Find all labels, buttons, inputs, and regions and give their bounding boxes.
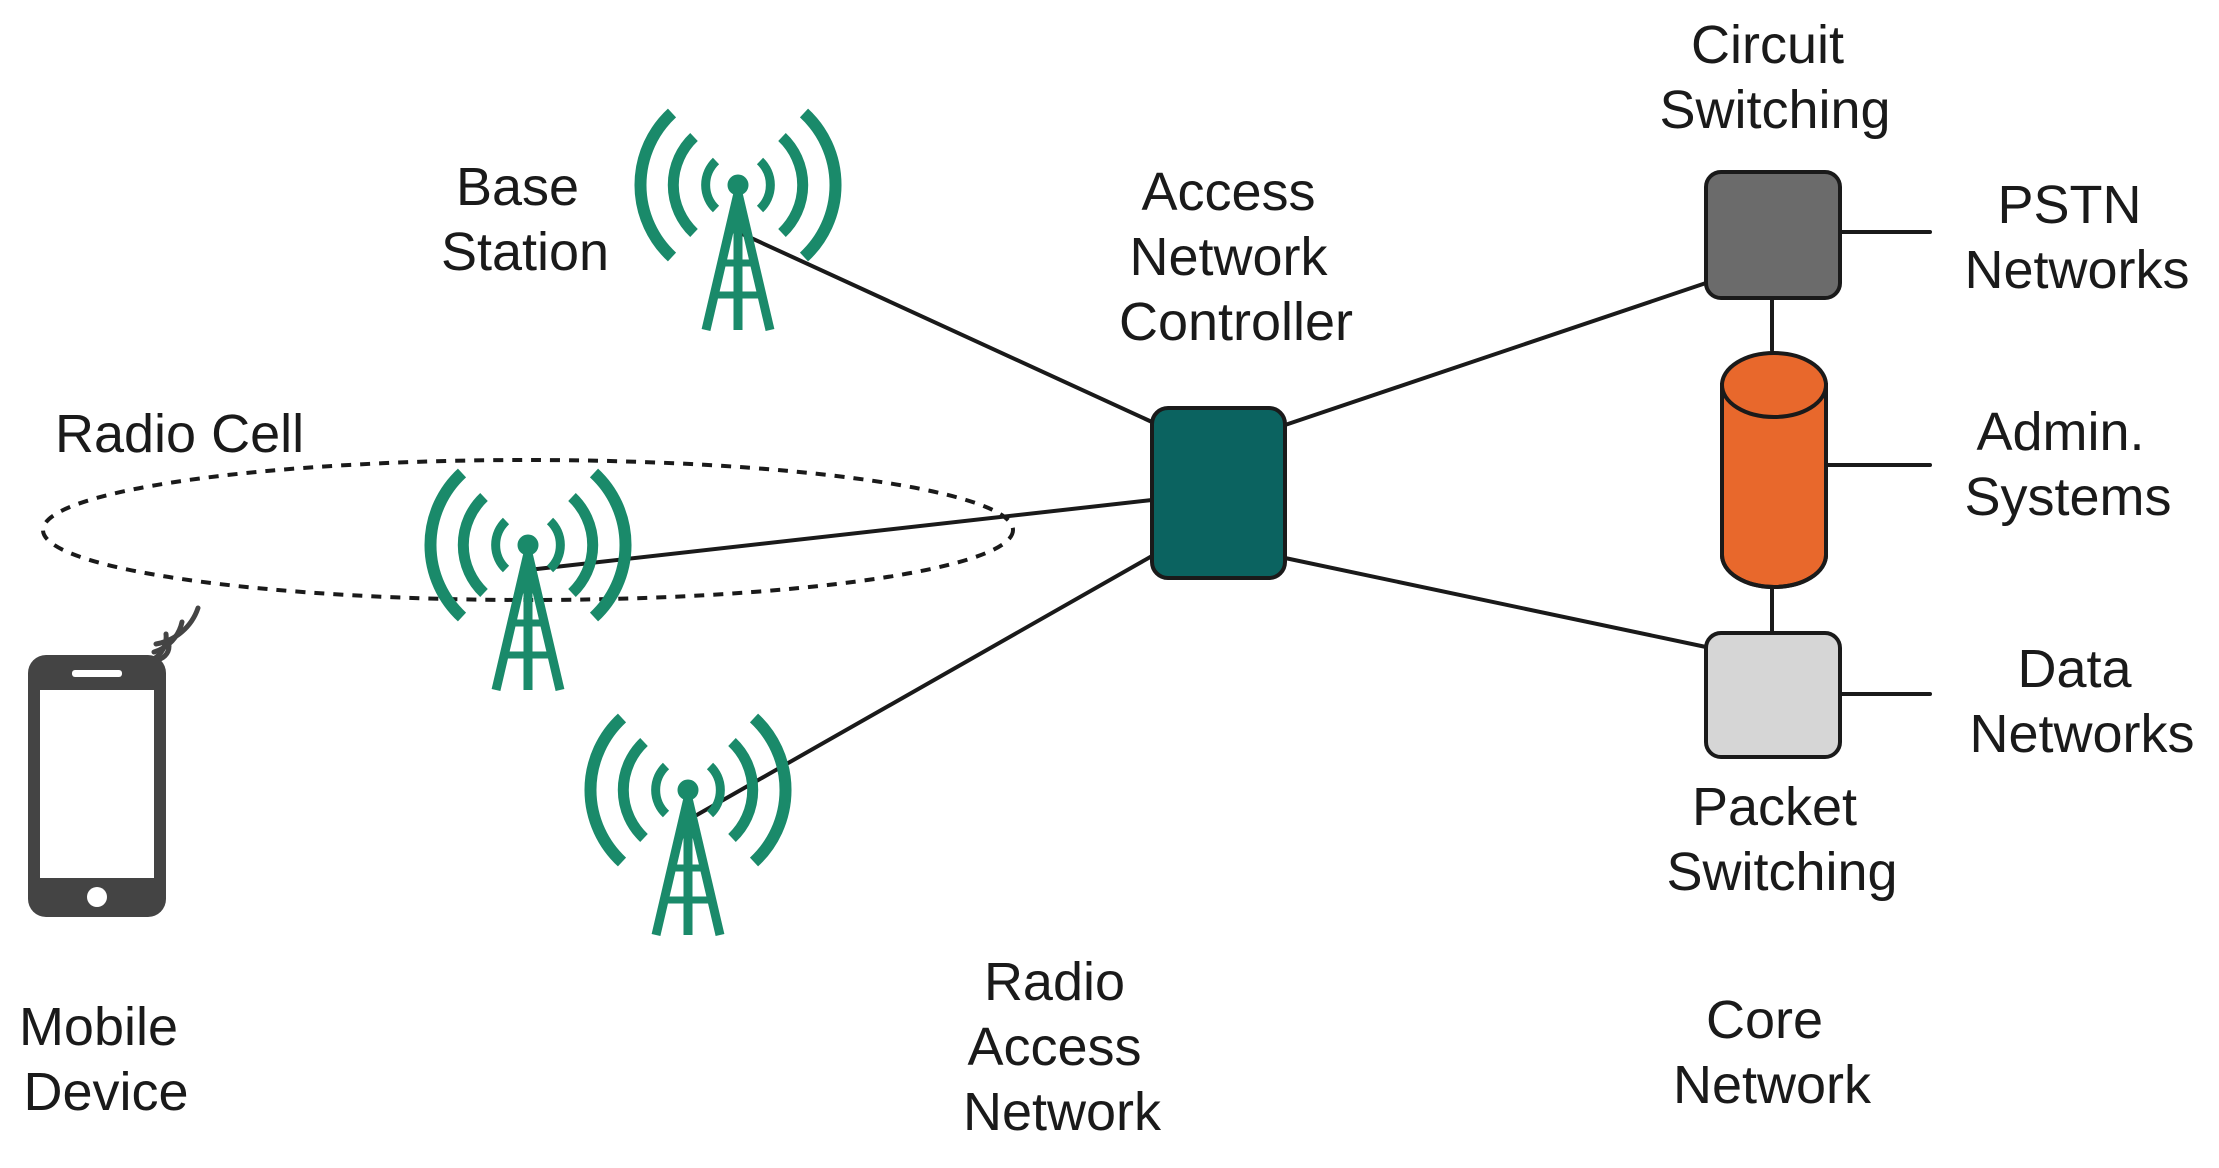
- circuit-switching-label: Circuit Switching: [1659, 15, 1890, 140]
- link-tower2-controller: [526, 498, 1154, 572]
- controller-box-icon: [1150, 406, 1287, 580]
- packet-switching-label: Packet Switching: [1666, 777, 1897, 902]
- radio-tower-icon: [430, 473, 625, 690]
- link-tower1-controller: [736, 230, 1154, 424]
- access-network-controller-label: Access Network Controller: [1119, 162, 1353, 352]
- base-station-label: Base Station: [441, 157, 609, 282]
- radio-access-network-label: Radio Access Network: [963, 952, 1162, 1142]
- database-cylinder-icon: [1720, 351, 1828, 589]
- core-network-label: Core Network: [1673, 990, 1872, 1115]
- packet-switch-box-icon: [1704, 631, 1842, 759]
- radio-tower-icon: [640, 113, 835, 330]
- link-controller-packet: [1283, 556, 1708, 649]
- mobile-device-label: Mobile Device: [19, 997, 193, 1122]
- link-tower3-controller: [686, 554, 1154, 822]
- link-controller-circuit: [1283, 281, 1708, 427]
- radio-cell-label: Radio Cell: [55, 404, 304, 464]
- circuit-switch-box-icon: [1704, 170, 1842, 300]
- radio-tower-icon: [590, 718, 785, 935]
- mobile-phone-icon: [28, 605, 201, 917]
- pstn-networks-label: PSTN Networks: [1964, 175, 2189, 300]
- admin-systems-label: Admin. Systems: [1964, 402, 2171, 527]
- data-networks-label: Data Networks: [1969, 639, 2194, 764]
- connection-lines: [526, 230, 1932, 822]
